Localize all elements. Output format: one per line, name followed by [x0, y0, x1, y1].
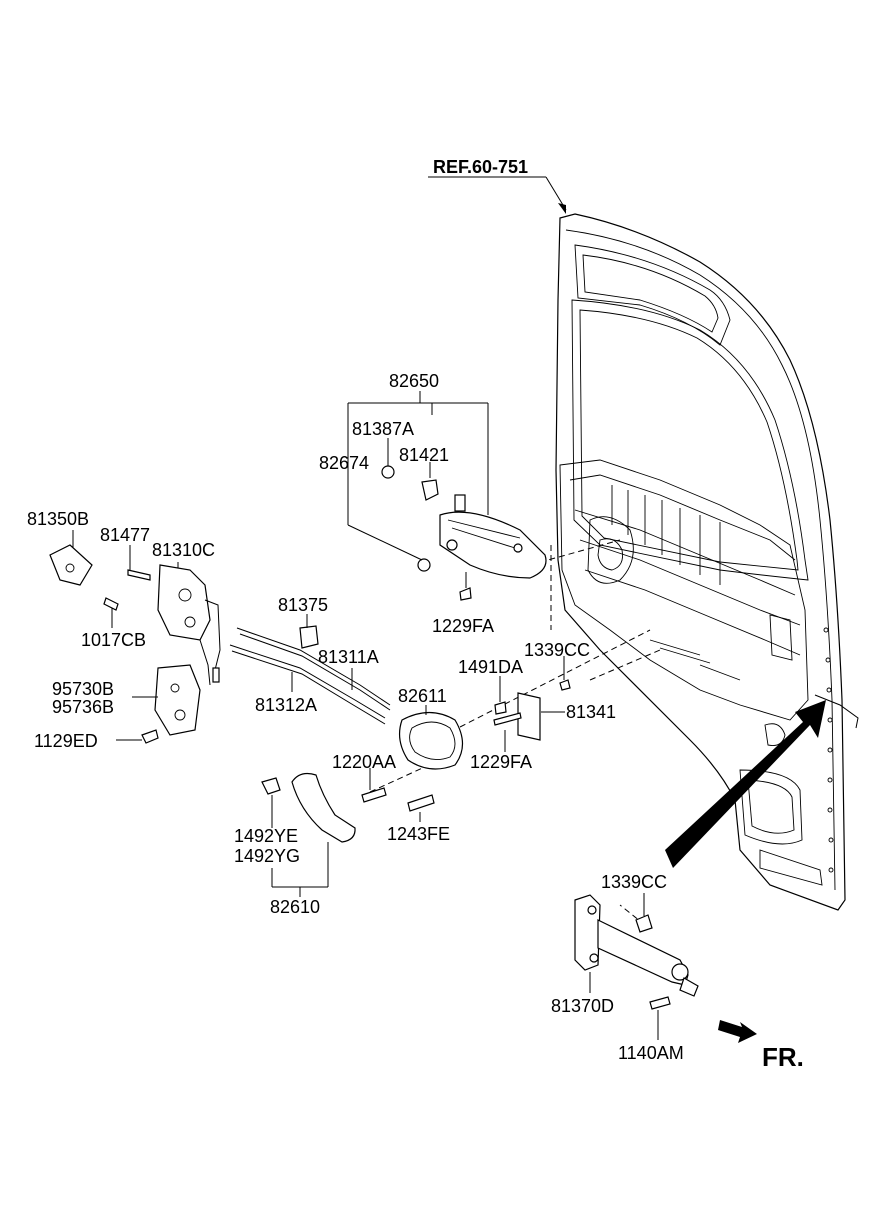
direction-label: FR.: [762, 1042, 804, 1072]
label-81341: 81341: [566, 702, 616, 722]
label-81311a: 81311A: [318, 647, 379, 667]
label-81350b: 81350B: [27, 509, 89, 529]
washer-81387a: [381, 465, 395, 479]
screw-1017cb: [103, 597, 119, 611]
screw-1129ed: [141, 729, 159, 744]
screw-1243fe: [407, 794, 435, 812]
screw-81477: [127, 569, 151, 581]
label-1229fa-top: 1229FA: [432, 616, 494, 636]
clip-81375: [299, 625, 319, 649]
label-1129ed: 1129ED: [34, 731, 98, 751]
bolt-1140am: [649, 996, 671, 1010]
bolt-1229fa-top: [459, 587, 472, 601]
label-1229fa-mid: 1229FA: [470, 752, 532, 772]
nut-1339cc-bot: [635, 914, 653, 933]
label-81312a: 81312A: [255, 695, 317, 715]
label-82611: 82611: [398, 686, 447, 706]
nut-1339cc-mid: [559, 679, 571, 691]
rear-door-panel: [555, 213, 859, 911]
label-1492yg: 1492YG: [234, 846, 300, 866]
reference-arrow: [558, 203, 566, 214]
label-1339cc-mid: 1339CC: [524, 640, 590, 660]
label-82650: 82650: [389, 371, 439, 391]
label-81375: 81375: [278, 595, 328, 615]
label-82610: 82610: [270, 897, 320, 917]
label-1140am: 1140AM: [618, 1043, 684, 1063]
label-1017cb: 1017CB: [81, 630, 146, 650]
screw-1220aa: [361, 787, 387, 803]
door-latch: [157, 564, 221, 686]
label-1220aa: 1220AA: [332, 752, 396, 772]
location-arrow: [665, 700, 826, 868]
label-1243fe: 1243FE: [387, 824, 450, 844]
label-81387a: 81387A: [352, 419, 414, 439]
front-arrow-icon: [718, 1020, 757, 1043]
cylinder-81421: [421, 479, 439, 501]
clip-1492ye: [261, 777, 281, 795]
label-1339cc-bot: 1339CC: [601, 872, 667, 892]
clip-82674: [417, 558, 431, 572]
label-81421: 81421: [399, 445, 449, 465]
label-95736b: 95736B: [52, 697, 114, 717]
label-81477: 81477: [100, 525, 150, 545]
label-81370d: 81370D: [551, 996, 614, 1016]
outside-handle: [439, 494, 547, 579]
label-1491da: 1491DA: [458, 657, 523, 677]
inside-handle-bezel: [398, 711, 464, 770]
reference-label: REF.60-751: [433, 157, 528, 177]
label-81310c: 81310C: [152, 540, 215, 560]
striker-81350b: [49, 544, 93, 586]
inside-handle-lever: [291, 772, 356, 843]
label-1492ye: 1492YE: [234, 826, 298, 846]
bolt-1229fa-mid: [493, 712, 522, 726]
latch-actuator: [154, 664, 201, 736]
label-95730b: 95730B: [52, 679, 114, 699]
label-82674: 82674: [319, 453, 369, 473]
door-checker: [574, 894, 699, 997]
screw-1491da: [494, 701, 507, 715]
bracket-81341: [517, 692, 541, 741]
